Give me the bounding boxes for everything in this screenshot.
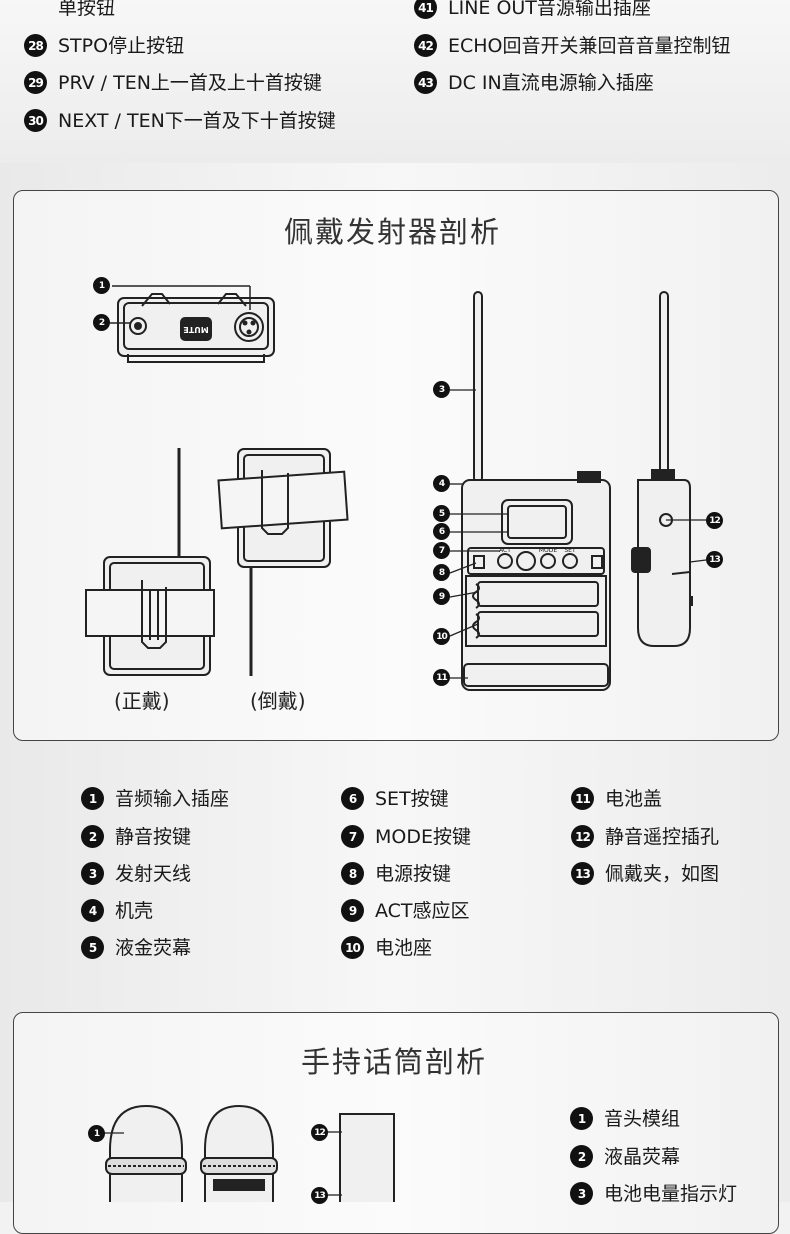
legend-number: 13 [571, 862, 594, 885]
mic-handle [339, 1113, 395, 1202]
handheld-title: 手持话筒剖析 [301, 1045, 488, 1079]
legend-label: 发射天线 [115, 863, 192, 885]
callout-number: 12 [706, 512, 723, 529]
callout-number: 12 [311, 1124, 328, 1141]
legend-label: 电池盖 [605, 788, 663, 810]
callout-number: 10 [433, 628, 450, 645]
handheld-diagram [104, 1104, 395, 1202]
top-item-label: 单按钮 [58, 0, 116, 19]
callout-number: 8 [433, 564, 450, 581]
legend-number: 11 [571, 787, 594, 810]
callout-number: 6 [433, 523, 450, 540]
mute-button [180, 317, 212, 341]
legend-label: 液金荧幕 [115, 937, 192, 959]
top-item-number: 41 [414, 0, 437, 19]
callout-number: 1 [93, 277, 110, 294]
callout-number: 13 [706, 551, 723, 568]
legend-number: 9 [341, 899, 364, 922]
legend-number: 10 [341, 936, 364, 959]
caption-front-worn: (正戴) [114, 689, 170, 713]
top-item-number: 28 [24, 34, 47, 57]
legend-label: 电源按键 [375, 863, 452, 885]
top-item-label: STPO停止按钮 [58, 35, 185, 57]
legend-label: SET按键 [375, 788, 449, 810]
act-label: ACT [499, 547, 511, 554]
top-item-number: 43 [414, 71, 437, 94]
callout-number: 4 [433, 475, 450, 492]
legend-number: 3 [570, 1182, 593, 1205]
legend-label: 佩戴夹，如图 [605, 863, 720, 885]
top-item-label: NEXT / TEN下一首及下十首按键 [58, 110, 336, 132]
top-item-number: 29 [24, 71, 47, 94]
top-section-background [0, 0, 790, 163]
legend-label: ACT感应区 [375, 900, 470, 922]
legend-number: 2 [81, 825, 104, 848]
bodypack-diagram: MUTE [85, 285, 707, 691]
side-view-device [631, 291, 693, 647]
mode-label: MODE [539, 547, 558, 554]
legend-number: 1 [81, 787, 104, 810]
legend-number: 8 [341, 862, 364, 885]
top-item-label: LINE OUT音源输出插座 [448, 0, 651, 19]
legend-number: 5 [81, 936, 104, 959]
top-item-label: DC IN直流电源输入插座 [448, 72, 654, 94]
bodypack-title: 佩戴发射器剖析 [284, 215, 502, 249]
legend-label: 机壳 [115, 900, 154, 922]
top-item-label: PRV / TEN上一首及上十首按键 [58, 72, 322, 94]
top-item-number: 30 [24, 109, 47, 132]
callout-number: 2 [93, 314, 110, 331]
mute-label: MUTE [183, 325, 208, 334]
legend-number: 1 [570, 1107, 593, 1130]
legend-number: 12 [571, 825, 594, 848]
top-item-number: 42 [414, 34, 437, 57]
callout-number: 3 [433, 381, 450, 398]
legend-number: 3 [81, 862, 104, 885]
legend-number: 4 [81, 899, 104, 922]
worn-back-device [217, 448, 349, 676]
worn-front-device [85, 448, 215, 676]
mic-head-2 [200, 1104, 278, 1202]
caption-back-worn: (倒戴) [250, 689, 306, 713]
legend-number: 6 [341, 787, 364, 810]
legend-label: MODE按键 [375, 826, 471, 848]
top-item-label: ECHO回音开关兼回音音量控制钮 [448, 35, 731, 57]
callout-number: 11 [433, 669, 450, 686]
legend-label: 音头模组 [604, 1108, 681, 1130]
callout-number: 7 [433, 542, 450, 559]
legend-label: 液晶荧幕 [604, 1146, 681, 1168]
legend-number: 7 [341, 825, 364, 848]
legend-label: 静音按键 [115, 826, 192, 848]
legend-label: 静音遥控插孔 [605, 826, 720, 848]
legend-label: 电池电量指示灯 [604, 1183, 738, 1205]
callout-number: 13 [311, 1187, 328, 1204]
legend-label: 电池座 [375, 937, 433, 959]
callout-number: 5 [433, 505, 450, 522]
set-label: SET [564, 547, 576, 554]
legend-label: 音频输入插座 [115, 788, 230, 810]
mic-head-1 [105, 1104, 187, 1202]
callout-number: 1 [88, 1125, 105, 1142]
legend-number: 2 [570, 1145, 593, 1168]
callout-number: 9 [433, 588, 450, 605]
